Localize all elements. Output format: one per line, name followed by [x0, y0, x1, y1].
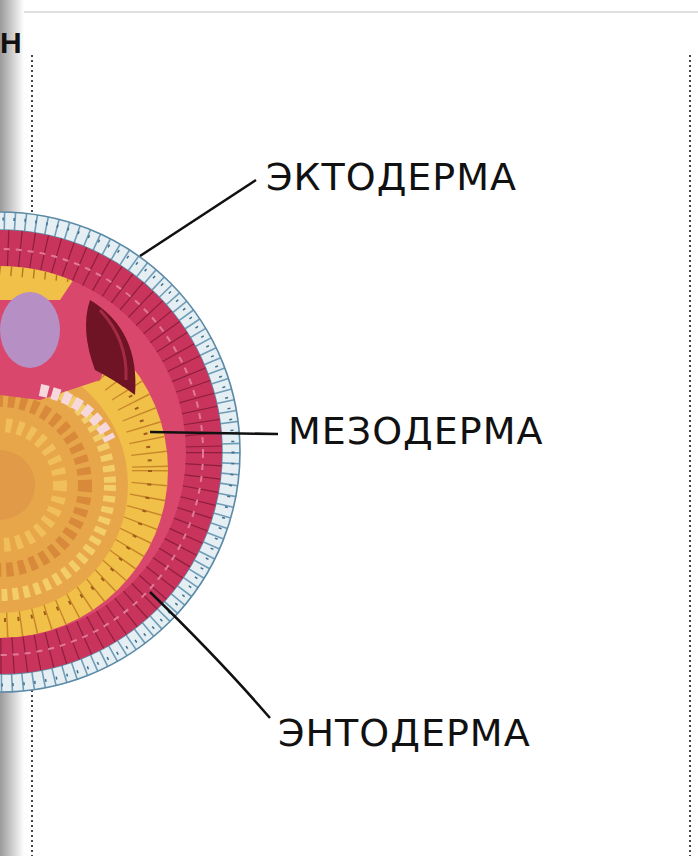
yolk-cells [0, 425, 60, 545]
ectoderm-ring [0, 221, 231, 683]
coelom-edge [100, 310, 126, 380]
dotted-border [689, 55, 691, 856]
ectoderm-outline [0, 212, 240, 692]
leader-line [150, 432, 278, 434]
layer-label: ЭНТОДЕРМА [278, 712, 531, 756]
top-rule [24, 11, 698, 13]
yolk-cells [0, 375, 110, 595]
ectoderm-nuclei [0, 219, 233, 685]
pink-cells [40, 390, 110, 440]
endoderm-upper-cells [0, 262, 80, 270]
yolk-cells [0, 400, 85, 570]
yolk-cells [0, 450, 35, 520]
leader-line [140, 180, 256, 256]
layer-label: МЕЗОДЕРМА [288, 410, 543, 454]
ectoderm-cells [0, 221, 231, 683]
layer-label: ЭКТОДЕРМА [266, 156, 517, 200]
ectoderm-outline [0, 230, 222, 674]
corner-fragment: Н [0, 26, 22, 61]
coelom-cavity [86, 300, 135, 395]
leader-line [150, 592, 270, 718]
purple-mass [0, 292, 60, 368]
endoderm-upper [0, 260, 80, 300]
